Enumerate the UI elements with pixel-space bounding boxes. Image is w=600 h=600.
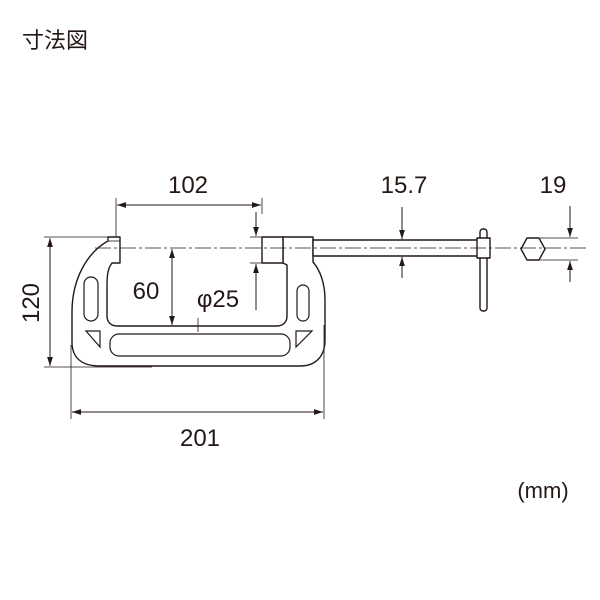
dimension-102: 102: [115, 172, 263, 237]
left-slot: [83, 276, 99, 322]
dimension-201: 201: [70, 325, 325, 452]
dimension-pad-diameter: φ25: [197, 212, 262, 313]
dimension-60: 60: [133, 249, 199, 332]
left-corner-window: [84, 330, 101, 349]
dimension-label-15-7: 15.7: [381, 172, 428, 199]
clamp-frame: [71, 236, 326, 367]
dimension-label-120: 120: [18, 283, 45, 323]
dimension-label-201: 201: [180, 425, 220, 452]
dimension-120: 120: [18, 236, 152, 368]
dimension-label-60: 60: [133, 278, 160, 305]
right-slot: [296, 284, 310, 322]
right-corner-window: [295, 330, 314, 349]
dimension-label-pad: φ25: [197, 286, 239, 313]
dimension-19: 19: [540, 172, 578, 282]
unit-label: (mm): [517, 478, 568, 503]
bottom-slot: [109, 333, 291, 357]
dimension-label-19: 19: [540, 172, 567, 199]
dimension-15-7: 15.7: [381, 172, 428, 278]
dimension-label-102: 102: [168, 172, 208, 199]
drawing-title: 寸法図: [22, 28, 88, 53]
swivel-pad: [261, 236, 284, 264]
hexagon-end-view: [520, 237, 546, 261]
